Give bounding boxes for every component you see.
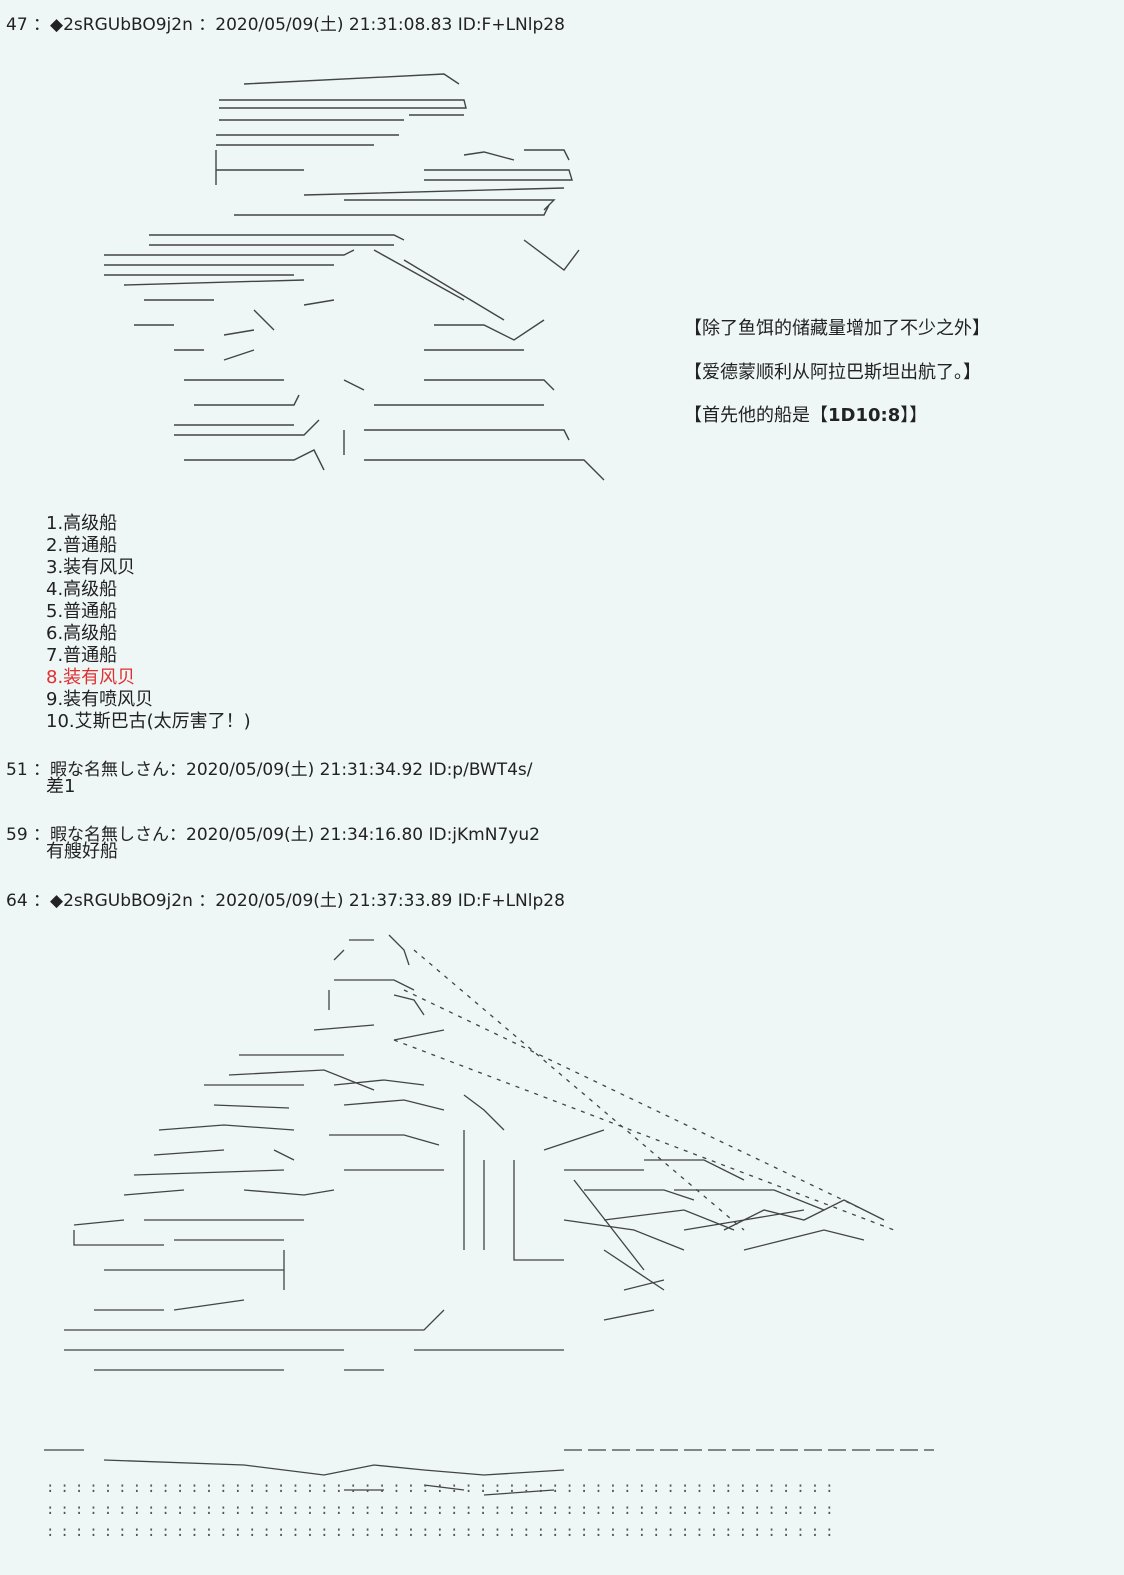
- post-header-59: 59 ：暇な名無しさん：2020/05/09(土) 21:34:16.80 ID…: [6, 825, 540, 845]
- dice-roll-result: 1D10:8: [828, 405, 901, 426]
- choice-item: 2.普通船: [46, 535, 118, 556]
- post-body-59: 有艘好船: [46, 841, 118, 862]
- choice-item: 5.普通船: [46, 601, 118, 622]
- post-header-47: 47 ：◆2sRGUbBO9j2n ：2020/05/09(土) 21:31:0…: [6, 15, 565, 35]
- choice-item: 1.高级船: [46, 513, 118, 534]
- post-header-51: 51 ：暇な名無しさん：2020/05/09(土) 21:31:34.92 ID…: [6, 760, 533, 780]
- water-dots-row-2: ::::::::::::::::::::::::::::::::::::::::…: [46, 1502, 840, 1518]
- choice-item-selected: 8.装有风贝: [46, 667, 136, 688]
- water-dots-row-3: ::::::::::::::::::::::::::::::::::::::::…: [46, 1524, 840, 1540]
- narration-line-1: 【除了鱼饵的储藏量增加了不少之外】: [684, 318, 990, 339]
- narration-line-3-prefix: 【首先他的船是【: [684, 405, 828, 426]
- choice-item: 3.装有风贝: [46, 557, 136, 578]
- water-dots-row-1: ::::::::::::::::::::::::::::::::::::::::…: [46, 1480, 840, 1496]
- choice-item: 4.高级船: [46, 579, 118, 600]
- choice-item: 9.装有喷风贝: [46, 689, 154, 710]
- post-body-51: 差1: [46, 776, 76, 797]
- narration-line-3: 【首先他的船是【1D10:8】】: [684, 401, 927, 427]
- hat-ascii-art: [44, 60, 624, 500]
- choice-item: 6.高级船: [46, 623, 118, 644]
- post-header-64: 64 ：◆2sRGUbBO9j2n ：2020/05/09(土) 21:37:3…: [6, 891, 565, 911]
- choice-item: 7.普通船: [46, 645, 118, 666]
- narration-line-3-suffix: 】】: [900, 405, 928, 426]
- ship-ascii-art: [44, 930, 944, 1530]
- choice-item: 10.艾斯巴古(太厉害了！): [46, 711, 251, 732]
- narration-line-2: 【爱德蒙顺利从阿拉巴斯坦出航了。】: [684, 362, 981, 383]
- choice-list: 1.高级船 2.普通船 3.装有风贝 4.高级船 5.普通船 6.高级船 7.普…: [46, 513, 251, 733]
